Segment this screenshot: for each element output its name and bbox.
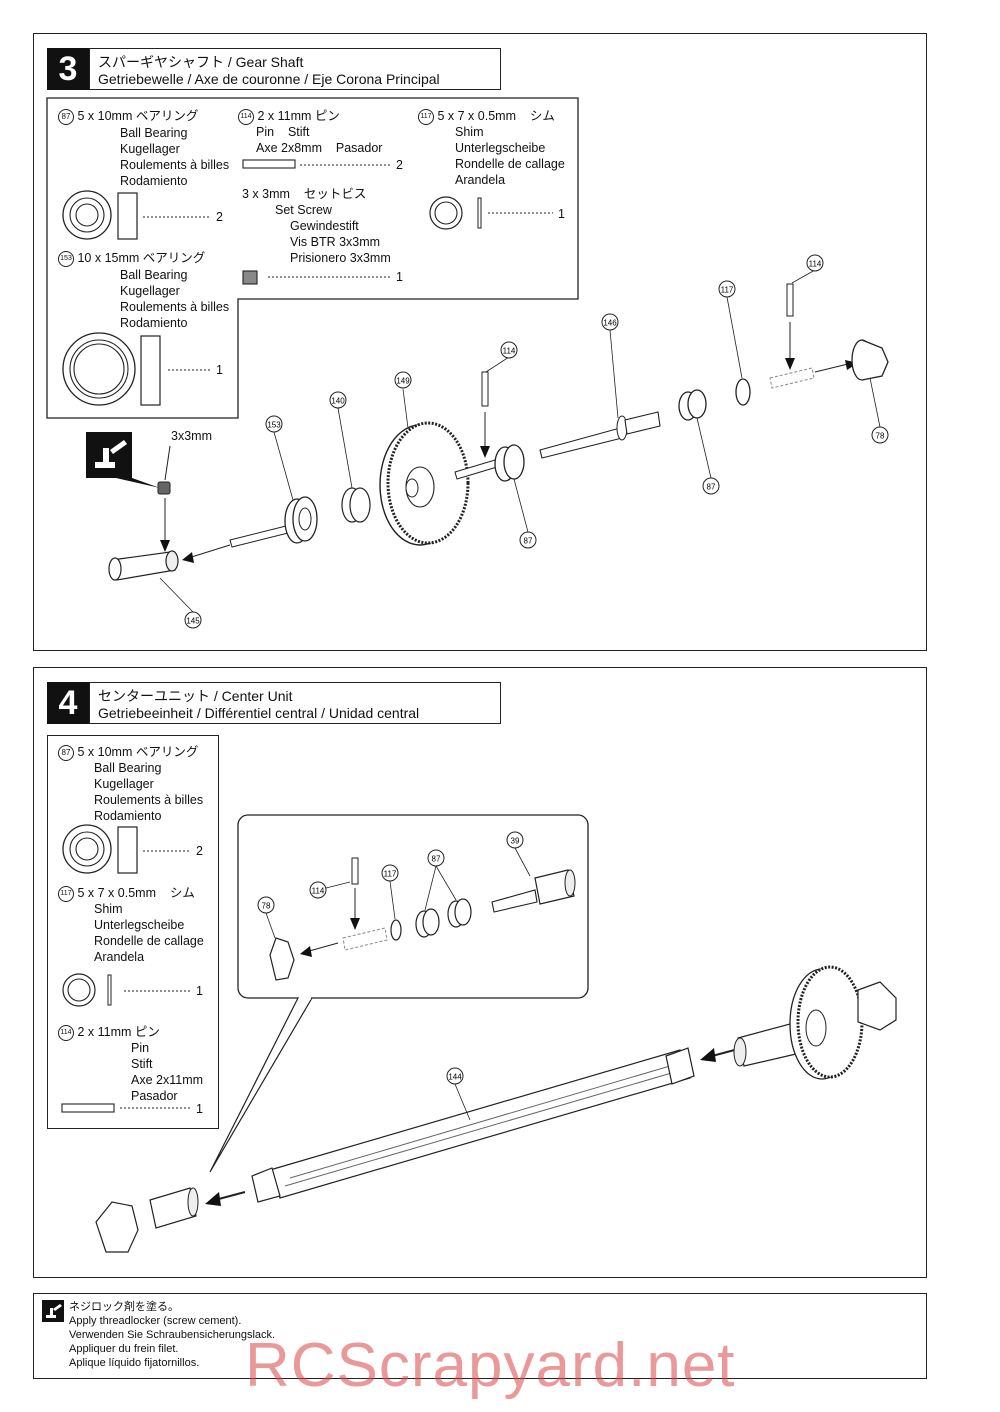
step3-p87-name-0: Ball Bearing bbox=[120, 126, 188, 140]
step4-p117-name-1: Unterlegscheibe bbox=[94, 918, 185, 932]
step3-p114-qty: 2 bbox=[396, 158, 403, 172]
svg-text:117: 117 bbox=[384, 870, 397, 879]
step4-p114-name-2: Axe 2x11mm bbox=[131, 1073, 204, 1087]
step4-p117-spec: 117 5 x 7 x 0.5mm シム bbox=[58, 885, 195, 902]
step4-p117-code: 117 bbox=[58, 885, 74, 902]
svg-text:78: 78 bbox=[876, 432, 885, 441]
step4-p87-code: 87 bbox=[58, 744, 74, 761]
step4-p87-name-1: Kugellager bbox=[94, 777, 154, 791]
step4-legend bbox=[47, 735, 219, 1129]
note-line-2: Verwenden Sie Schraubensicherungslack. bbox=[69, 1329, 276, 1341]
watermark: RCScrapyard.net bbox=[245, 1331, 736, 1400]
step3-title-jp: スパーギヤシャフト / Gear Shaft bbox=[98, 54, 304, 70]
step3-setscrew-name-3: Prisionero 3x3mm bbox=[290, 251, 391, 265]
step3-p153-code: 153 bbox=[58, 250, 74, 267]
svg-text:146: 146 bbox=[603, 319, 617, 328]
step4-p87-spec: 87 5 x 10mm ベアリング bbox=[58, 744, 198, 761]
step4-title-multi: Getriebeeinheit / Différentiel central /… bbox=[98, 705, 420, 721]
svg-text:78: 78 bbox=[262, 902, 271, 911]
step3-setscrew-spec: 3 x 3mm セットビス bbox=[242, 187, 367, 201]
step4-p117-qty: 1 bbox=[196, 984, 203, 998]
step4-p87-name-0: Ball Bearing bbox=[94, 761, 162, 775]
note-frame bbox=[33, 1293, 927, 1379]
step3-p117-name-2: Rondelle de callage bbox=[455, 157, 565, 171]
step4-p114-name-3: Pasador bbox=[131, 1089, 178, 1103]
step3-screw-label: 3x3mm bbox=[171, 429, 212, 443]
svg-text:149: 149 bbox=[396, 377, 410, 386]
svg-text:140: 140 bbox=[331, 397, 345, 406]
note-line-3: Appliquer du frein filet. bbox=[69, 1343, 179, 1355]
note-line-1: Apply threadlocker (screw cement). bbox=[69, 1315, 242, 1327]
svg-text:114: 114 bbox=[312, 887, 325, 896]
step3-p117-spec: 117 5 x 7 x 0.5mm シム bbox=[418, 108, 555, 125]
step3-p87-name-3: Rodamiento bbox=[120, 174, 188, 188]
step4-p87-name-3: Rodamiento bbox=[94, 809, 162, 823]
step3-p153-name-2: Roulements à billes bbox=[120, 300, 230, 314]
step3-number: 3 bbox=[47, 48, 89, 90]
step4-title: センターユニット / Center Unit Getriebeeinheit /… bbox=[89, 682, 501, 724]
step3-p153-name-0: Ball Bearing bbox=[120, 268, 188, 282]
step4-p117-name-2: Rondelle de callage bbox=[94, 934, 204, 948]
step3-p117-qty: 1 bbox=[558, 207, 565, 221]
step4-frame bbox=[33, 667, 927, 1278]
svg-text:144: 144 bbox=[448, 1073, 462, 1082]
step4-p117-name-0: Shim bbox=[94, 902, 123, 916]
step3-p117-code: 117 bbox=[418, 108, 434, 125]
step4-p114-code: 114 bbox=[58, 1024, 74, 1041]
step4-p114-name-0: Pin bbox=[131, 1041, 150, 1055]
step4-p117-name-3: Arandela bbox=[94, 950, 145, 964]
step4-p114-spec: 114 2 x 11mm ピン bbox=[58, 1024, 160, 1041]
step3-p114-line3: Axe 2x8mm Pasador bbox=[256, 141, 383, 155]
note-line-0: ネジロック剤を塗る。 bbox=[69, 1301, 179, 1313]
step3-p153-name-1: Kugellager bbox=[120, 284, 180, 298]
step4-p87-name-2: Roulements à billes bbox=[94, 793, 204, 807]
step3-setscrew-name-2: Vis BTR 3x3mm bbox=[290, 235, 381, 249]
svg-text:39: 39 bbox=[511, 837, 520, 846]
step3-p87-code: 87 bbox=[58, 108, 74, 125]
step3-p87-qty: 2 bbox=[216, 210, 223, 224]
step4-p114-qty: 1 bbox=[196, 1102, 203, 1116]
step3-p114-code: 114 bbox=[238, 108, 254, 125]
step3-p153-name-3: Rodamiento bbox=[120, 316, 188, 330]
step3-p114-spec: 114 2 x 11mm ピン bbox=[238, 108, 340, 125]
step3-setscrew-name-1: Gewindestift bbox=[290, 219, 359, 233]
svg-text:87: 87 bbox=[524, 537, 533, 546]
step3-p117-name-3: Arandela bbox=[455, 173, 506, 187]
step4-p114-name-1: Stift bbox=[131, 1057, 153, 1071]
svg-text:145: 145 bbox=[186, 617, 200, 626]
step3-p153-qty: 1 bbox=[216, 363, 223, 377]
step4-number: 4 bbox=[47, 682, 89, 724]
step3-frame bbox=[33, 33, 927, 651]
step4-p87-qty: 2 bbox=[196, 844, 203, 858]
step3-p87-name-1: Kugellager bbox=[120, 142, 180, 156]
svg-text:153: 153 bbox=[267, 421, 281, 430]
step4-title-jp: センターユニット / Center Unit bbox=[98, 688, 293, 704]
step3-p117-name-1: Unterlegscheibe bbox=[455, 141, 546, 155]
svg-text:117: 117 bbox=[721, 286, 734, 295]
step3-p114-line2: Pin Stift bbox=[256, 125, 310, 139]
svg-text:114: 114 bbox=[809, 260, 822, 269]
step3-title-multi: Getriebewelle / Axe de couronne / Eje Co… bbox=[98, 71, 440, 87]
step3-p153-spec: 153 10 x 15mm ベアリング bbox=[58, 250, 205, 267]
svg-text:87: 87 bbox=[707, 483, 716, 492]
note-line-4: Aplique líquido fijatornillos. bbox=[69, 1357, 200, 1369]
step3-setscrew-qty: 1 bbox=[396, 270, 403, 284]
step3-p87-spec: 87 5 x 10mm ベアリング bbox=[58, 108, 198, 125]
step3-p117-name-0: Shim bbox=[455, 125, 484, 139]
step3-setscrew-name-0: Set Screw bbox=[275, 203, 332, 217]
svg-text:87: 87 bbox=[432, 855, 441, 864]
step3-title: スパーギヤシャフト / Gear Shaft Getriebewelle / A… bbox=[89, 48, 501, 90]
svg-text:114: 114 bbox=[503, 347, 516, 356]
step3-p87-name-2: Roulements à billes bbox=[120, 158, 230, 172]
